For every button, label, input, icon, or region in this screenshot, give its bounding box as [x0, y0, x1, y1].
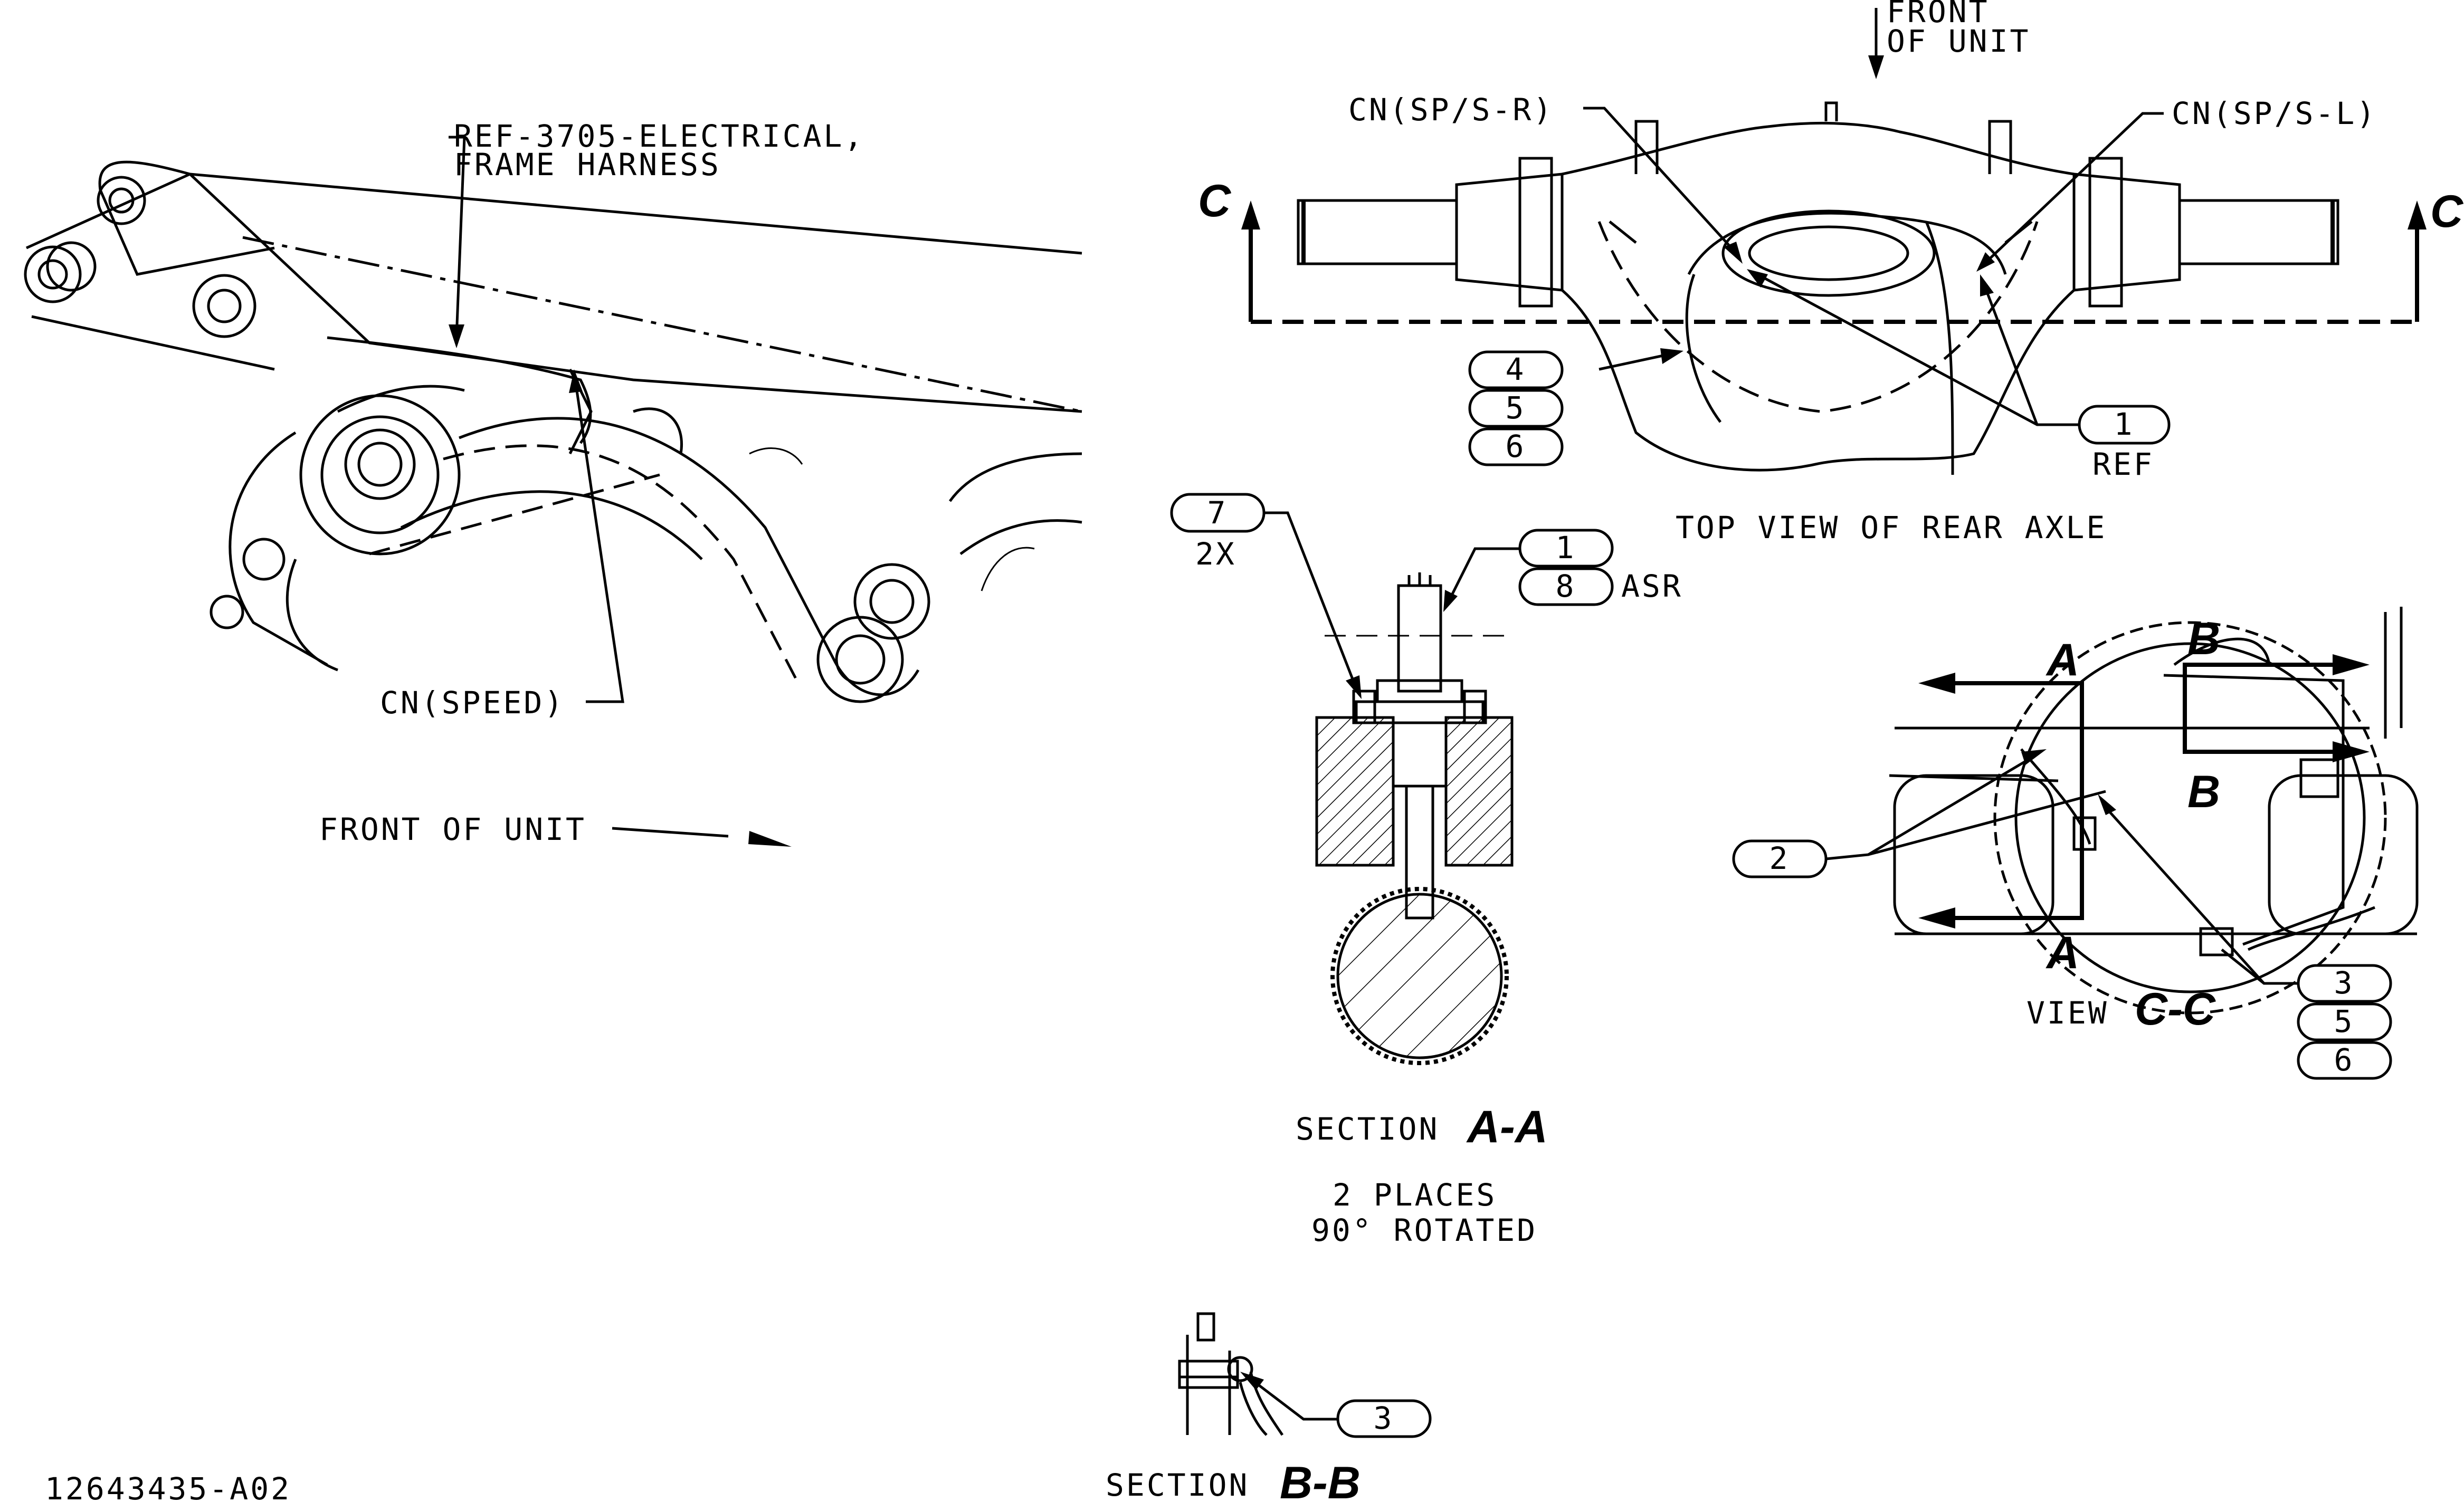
front-top-label-line1: FRONT [1887, 0, 1990, 30]
callout-5-view: 5 [2334, 1003, 2355, 1039]
callout-4: 4 [1506, 351, 1526, 387]
ref-label: REF [2092, 446, 2154, 482]
top-view-title: TOP VIEW OF REAR AXLE [1676, 510, 2107, 546]
qty-2x-label: 2X [1195, 536, 1236, 572]
callout-2: 2 [1769, 840, 1790, 876]
section-mark-a-top: A [2046, 635, 2079, 685]
callout-bubble [1468, 427, 1564, 466]
front-top-label-line2: OF UNIT [1887, 23, 2030, 59]
cn-speed-label: CN(SPEED) [380, 685, 565, 721]
section-aa-letters: A-A [1466, 1102, 1548, 1152]
ref-harness-label-line2: FRAME HARNESS [454, 147, 721, 183]
view-c-c: A A B B 2 3 5 6 VIEW C-C [1732, 607, 2419, 1080]
callout-3-bb: 3 [1374, 1400, 1394, 1436]
section-mark-c-left: C [1198, 176, 1232, 226]
callout-3: 3 [2334, 965, 2355, 1001]
callout-bubble [2297, 1041, 2392, 1080]
section-bb-prefix: SECTION [1106, 1467, 1249, 1502]
callout-bubble [1468, 350, 1564, 389]
callout-6-view: 6 [2334, 1042, 2355, 1078]
section-mark-b-bottom: B [2187, 767, 2220, 817]
front-of-unit-label: FRONT OF UNIT [319, 811, 586, 847]
view-cc-prefix: VIEW [2027, 995, 2109, 1031]
cn-sps-l-label: CN(SP/S-L) [2172, 95, 2377, 131]
places-line2: 90° ROTATED [1311, 1212, 1537, 1248]
side-view-frame: REF-3705-ELECTRICAL, FRAME HARNESS CN(SP… [24, 118, 1082, 847]
section-mark-b-top: B [2187, 614, 2220, 664]
section-bb-letters: B-B [1280, 1458, 1361, 1502]
section-a-a: 7 2X 1 8 ASR S [1170, 493, 1683, 1248]
view-cc-letters: C-C [2135, 984, 2216, 1035]
places-line1: 2 PLACES [1333, 1177, 1497, 1213]
ref-harness-label-line1: REF-3705-ELECTRICAL, [454, 118, 864, 154]
callout-5: 5 [1506, 390, 1526, 426]
section-mark-c-right: C [2430, 186, 2464, 237]
callout-8: 8 [1556, 568, 1576, 604]
callout-bubble [2078, 405, 2171, 445]
section-b-b: 3 SECTION B-B [1106, 1312, 1432, 1502]
callout-1-ref: 1 [2114, 406, 2135, 442]
section-aa-prefix: SECTION [1296, 1111, 1439, 1147]
callout-bubble [2297, 1002, 2392, 1041]
top-view-rear-axle: FRONT OF UNIT C C [1198, 0, 2464, 546]
cn-sps-r-label: CN(SP/S-R) [1348, 92, 1554, 128]
drawing-number: 12643435-A02 [45, 1471, 291, 1502]
callout-bubble [1518, 567, 1614, 606]
asr-label: ASR [1621, 568, 1683, 604]
section-mark-a-bottom: A [2046, 927, 2079, 978]
callout-bubble [1468, 389, 1564, 428]
callout-1: 1 [1556, 530, 1576, 566]
callout-7: 7 [1207, 495, 1228, 531]
callout-6: 6 [1506, 428, 1526, 464]
